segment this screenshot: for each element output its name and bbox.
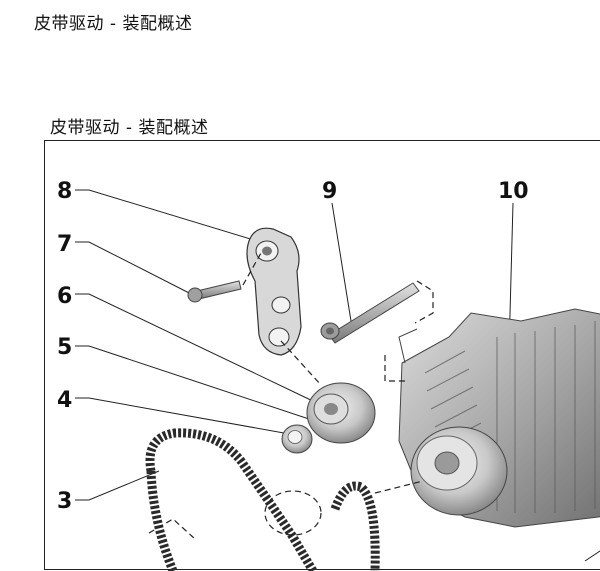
assembly-diagram: 8 7 6 5 4 3 9 10 (57, 179, 600, 571)
ribbed-belt (145, 428, 380, 571)
dash-alt-top (384, 355, 407, 382)
callout-5: 5 (57, 335, 72, 360)
page-title: 皮带驱动 - 装配概述 (34, 14, 193, 34)
dash-bolt-7 (242, 252, 262, 286)
callout-7: 7 (57, 232, 72, 257)
dash-alt-pulley (374, 480, 424, 494)
callout-3: 3 (57, 489, 72, 514)
alternator (398, 308, 600, 528)
figure-frame: 8 7 6 5 4 3 9 10 (44, 140, 600, 571)
leader-lines (75, 189, 514, 501)
callout-4: 4 (57, 388, 72, 413)
callout-6: 6 (57, 284, 72, 309)
bolt-9 (320, 282, 420, 344)
figure-title: 皮带驱动 - 装配概述 (50, 118, 209, 138)
callout-10: 10 (498, 179, 529, 204)
bolt-7 (187, 280, 242, 303)
pulley-cap (281, 424, 313, 454)
dash-bolt-9 (414, 280, 434, 324)
tensioner-pulley (306, 382, 376, 444)
tensioner-bracket (246, 227, 302, 356)
leader-bottom-right (584, 550, 600, 562)
callout-9: 9 (322, 179, 337, 204)
callout-8: 8 (57, 179, 72, 204)
